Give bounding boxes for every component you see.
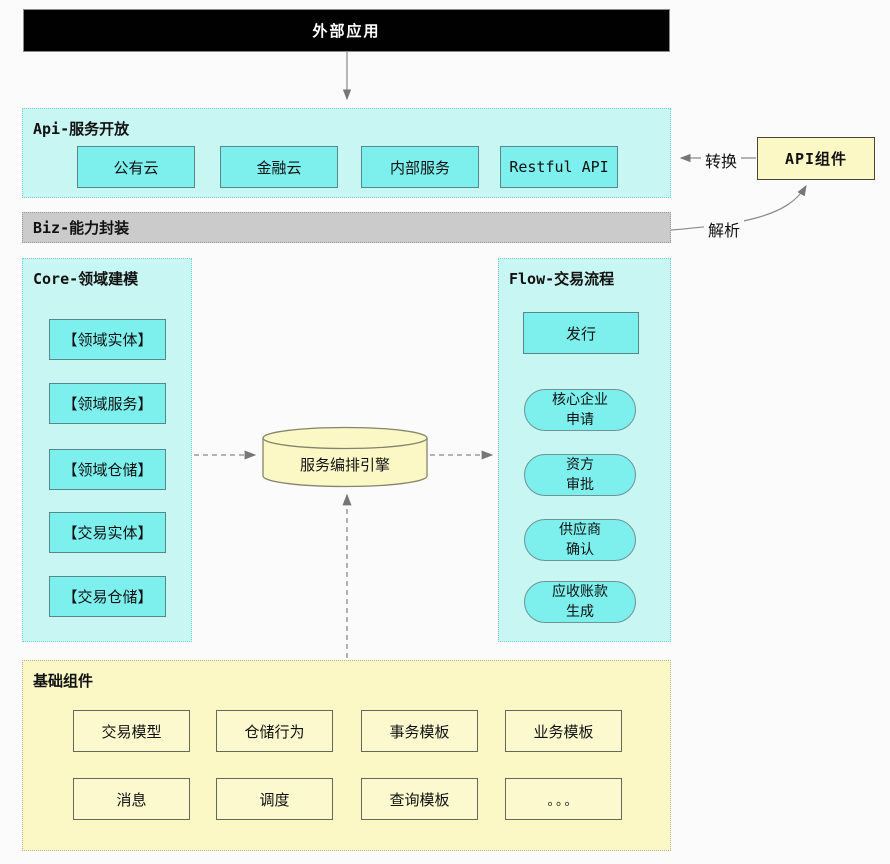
flow-section-title: Flow-交易流程 — [509, 270, 615, 288]
base-item-repo-behavior: 仓储行为 — [216, 710, 333, 752]
flow-start-issue: 发行 — [523, 312, 639, 354]
flow-step-supplier-confirm: 供应商 确认 — [524, 519, 636, 561]
core-section: Core-领域建模 【领域实体】 【领域服务】 【领域仓储】 【交易实体】 【交… — [22, 258, 192, 642]
biz-bar: Biz-能力封装 — [22, 212, 671, 243]
base-item-schedule: 调度 — [216, 778, 333, 820]
base-item-ellipsis: 。。。 — [505, 778, 622, 820]
base-item-message: 消息 — [73, 778, 190, 820]
orchestration-engine: 服务编排引擎 — [262, 426, 428, 488]
api-item-public-cloud: 公有云 — [77, 146, 195, 188]
flow-step-receivable-generate: 应收账款 生成 — [524, 581, 636, 623]
cylinder-shape — [262, 426, 428, 488]
orchestration-engine-label: 服务编排引擎 — [299, 455, 390, 474]
base-section: 基础组件 交易模型 仓储行为 事务模板 业务模板 消息 调度 查询模板 。。。 — [22, 660, 671, 851]
external-app-label: 外部应用 — [312, 22, 381, 40]
flow-step-funder-approve: 资方 审批 — [524, 454, 636, 496]
core-section-title: Core-领域建模 — [33, 270, 139, 288]
core-item-trade-entity: 【交易实体】 — [49, 512, 166, 553]
api-section: Api-服务开放 公有云 金融云 内部服务 Restful API — [22, 108, 671, 198]
api-item-restful-api: Restful API — [500, 146, 618, 188]
api-section-title: Api-服务开放 — [33, 120, 130, 138]
base-item-business-template: 业务模板 — [505, 710, 622, 752]
base-item-query-template: 查询模板 — [361, 778, 478, 820]
api-component-box: API组件 — [757, 137, 875, 180]
core-item-domain-repo: 【领域仓储】 — [49, 449, 166, 490]
base-item-transaction-template: 事务模板 — [361, 710, 478, 752]
base-item-trade-model: 交易模型 — [73, 710, 190, 752]
api-item-finance-cloud: 金融云 — [220, 146, 338, 188]
parse-label: 解析 — [704, 217, 745, 241]
base-section-title: 基础组件 — [33, 672, 94, 690]
core-item-trade-repo: 【交易仓储】 — [49, 576, 166, 617]
flow-section: Flow-交易流程 发行 核心企业 申请 资方 审批 供应商 确认 应收账款 生… — [498, 258, 671, 642]
external-app-bar: 外部应用 — [23, 9, 670, 52]
core-item-domain-service: 【领域服务】 — [49, 383, 166, 424]
transform-label: 转换 — [701, 148, 742, 172]
flow-step-core-enterprise-apply: 核心企业 申请 — [524, 389, 636, 431]
core-item-domain-entity: 【领域实体】 — [49, 319, 166, 360]
api-item-internal-service: 内部服务 — [361, 146, 479, 188]
